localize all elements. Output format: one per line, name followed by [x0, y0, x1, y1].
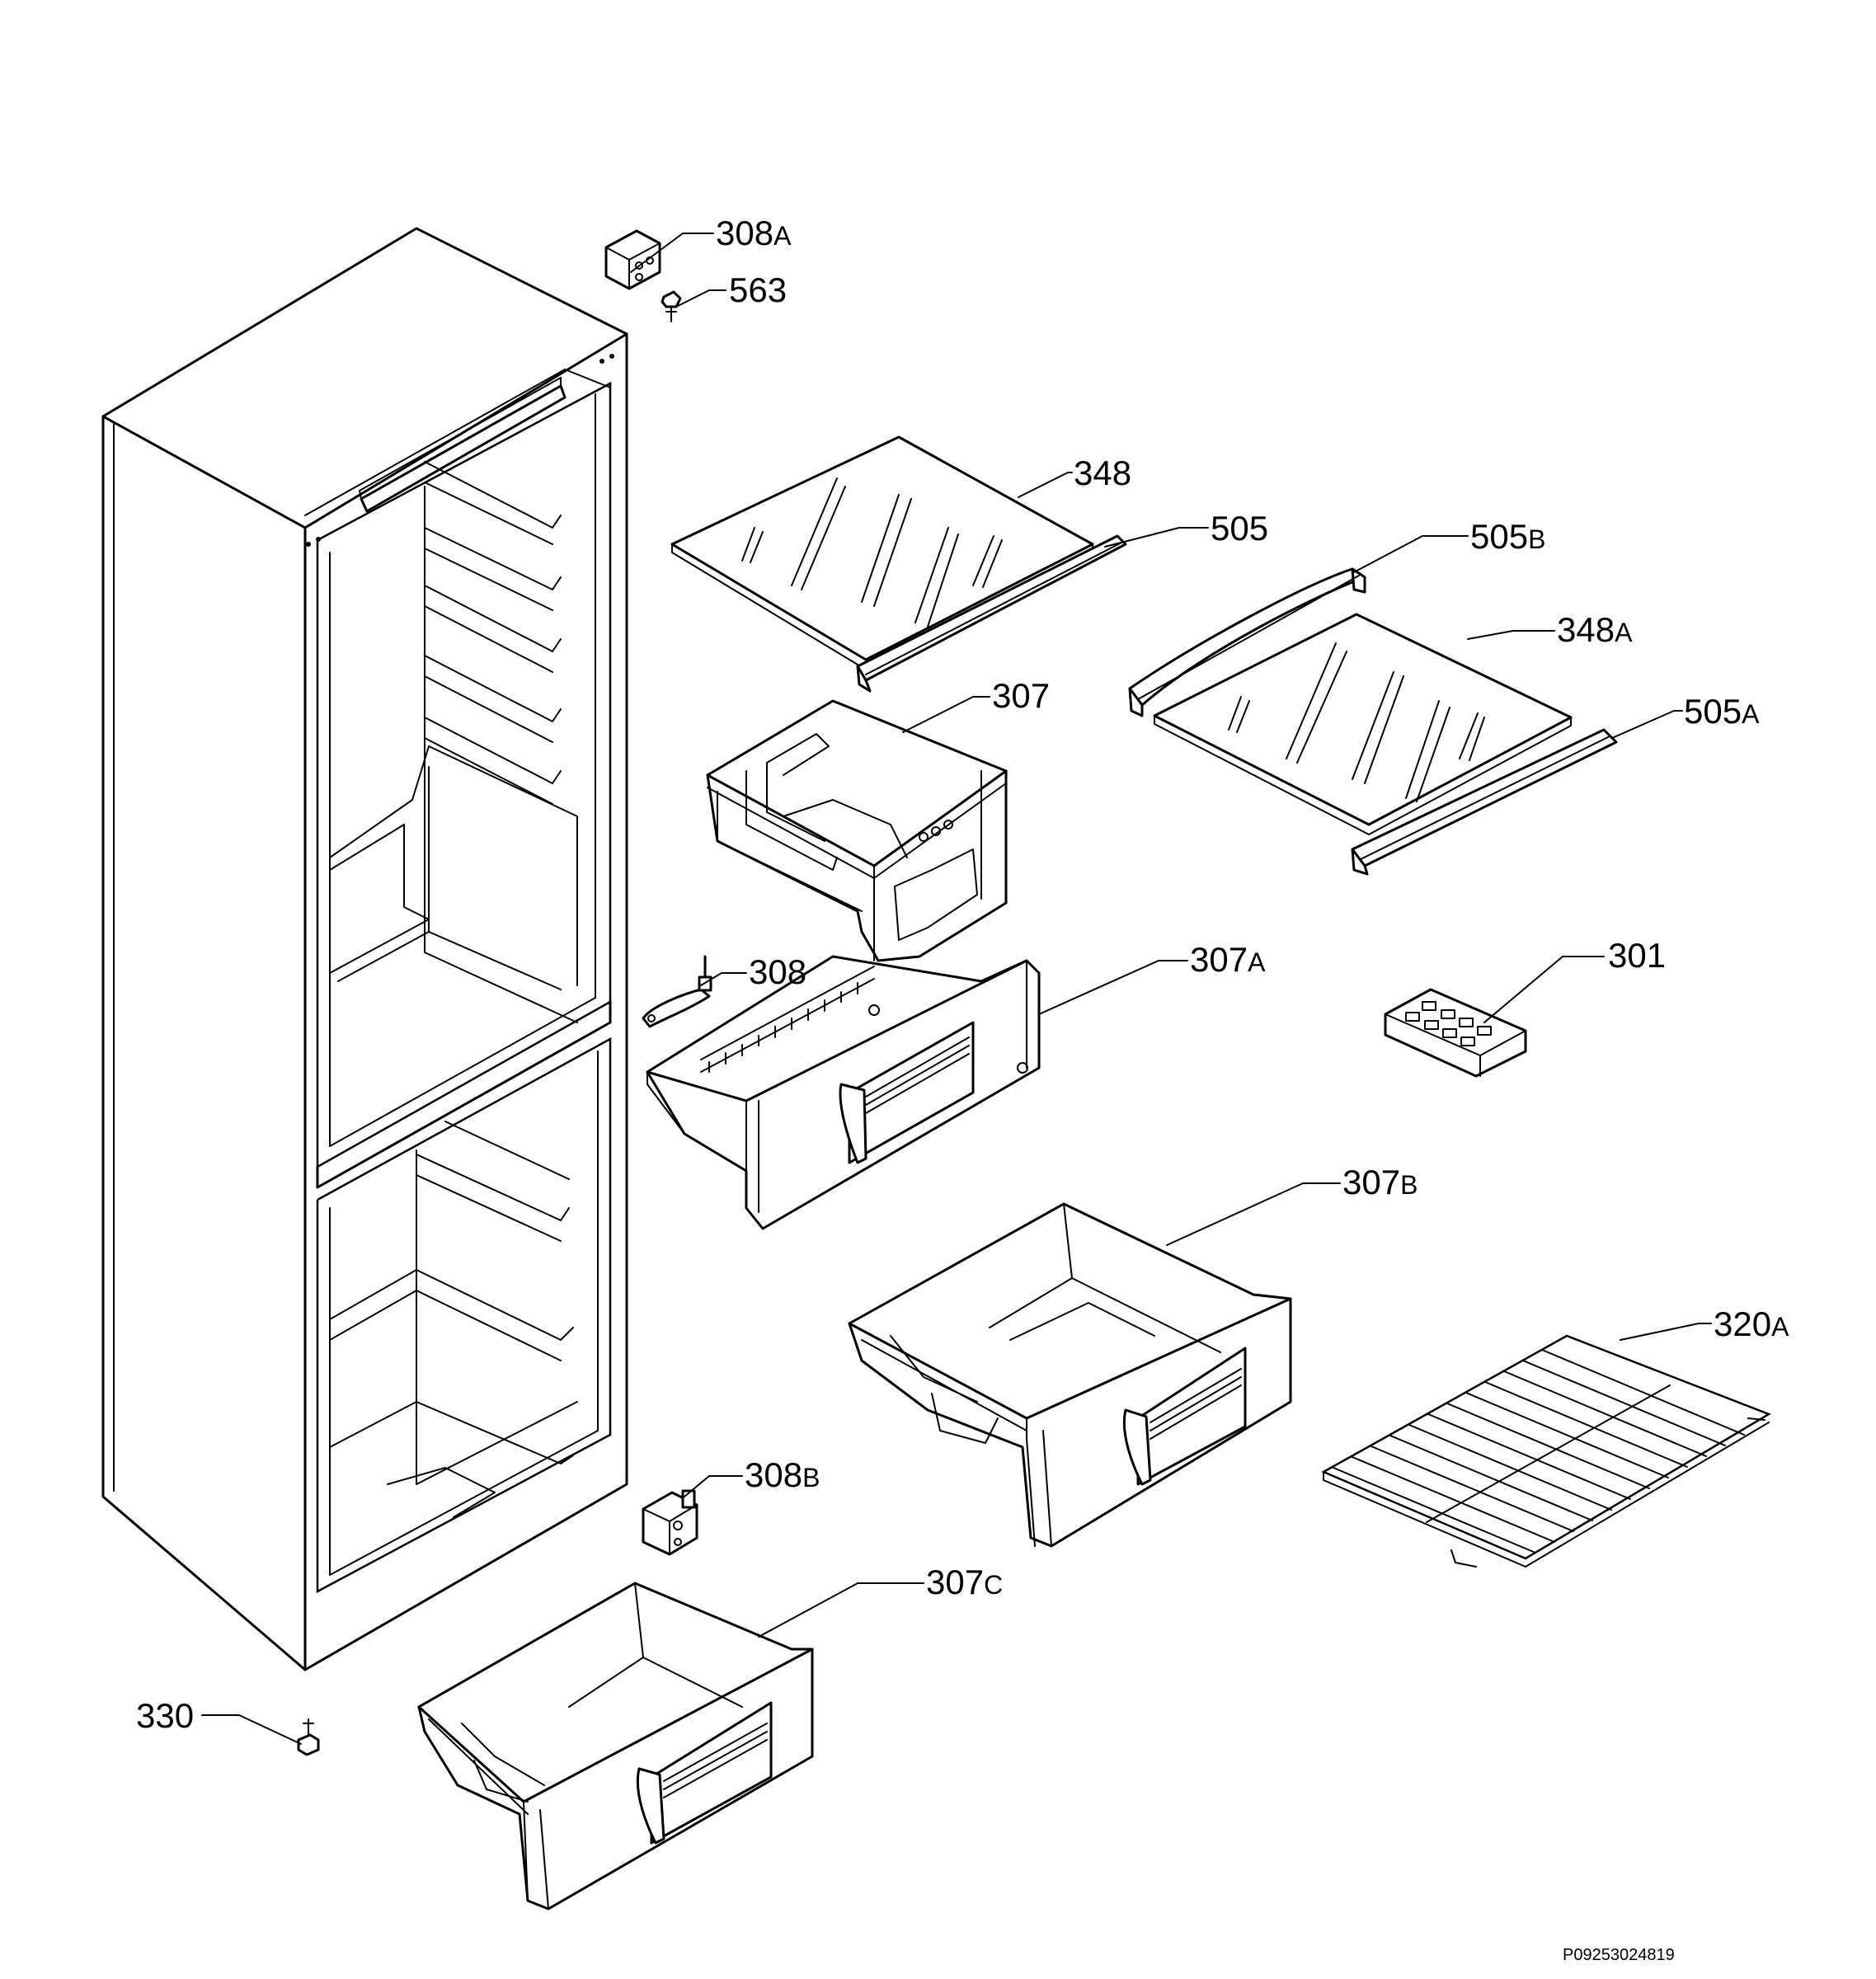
wire-shelf-320a: [1321, 1334, 1771, 1568]
callout-505a: 505A: [1684, 692, 1760, 731]
top-hinge-308a: [604, 229, 661, 290]
shelf-trim-505: [856, 534, 1127, 693]
leader-lines: [201, 233, 1712, 1745]
callout-307c: 307C: [926, 1563, 1003, 1601]
callout-330: 330: [136, 1696, 194, 1735]
callout-308b: 308B: [745, 1455, 820, 1494]
callout-301: 301: [1608, 936, 1666, 975]
callout-348a: 348A: [1557, 610, 1633, 649]
rear-shelf-trim-505b: [1128, 567, 1366, 717]
callout-563: 563: [729, 270, 787, 309]
callout-labels: 308A 563 348 505 505B 348A 307 505A 308 …: [136, 214, 1789, 1964]
freezer-drawer-307a: [646, 955, 1041, 1230]
callout-308: 308: [749, 952, 806, 991]
glass-shelf-348: [670, 435, 1094, 670]
adjustable-foot-330: [297, 1718, 320, 1756]
document-code: P09253024819: [1563, 1946, 1675, 1964]
glass-shelf-348a: [1153, 613, 1573, 835]
front-shelf-trim-505a: [1351, 728, 1618, 876]
callout-308a: 308A: [716, 214, 792, 252]
refrigerator-cabinet: [101, 227, 628, 1671]
screw-563: [661, 290, 682, 322]
middle-hinge-308: [642, 955, 712, 1028]
ice-cube-tray-301: [1384, 988, 1527, 1078]
freezer-drawer-307b: [848, 1202, 1292, 1548]
callout-505: 505: [1211, 509, 1268, 548]
callout-505b: 505B: [1470, 517, 1545, 556]
bottom-hinge-308b: [642, 1489, 698, 1556]
freezer-drawer-307c: [417, 1582, 814, 1911]
callout-307a: 307A: [1190, 940, 1266, 979]
callout-320a: 320A: [1714, 1304, 1789, 1343]
door-box-307: [706, 699, 1008, 962]
callout-307: 307: [992, 676, 1050, 715]
callout-348: 348: [1074, 454, 1131, 492]
callout-307b: 307B: [1342, 1163, 1418, 1201]
